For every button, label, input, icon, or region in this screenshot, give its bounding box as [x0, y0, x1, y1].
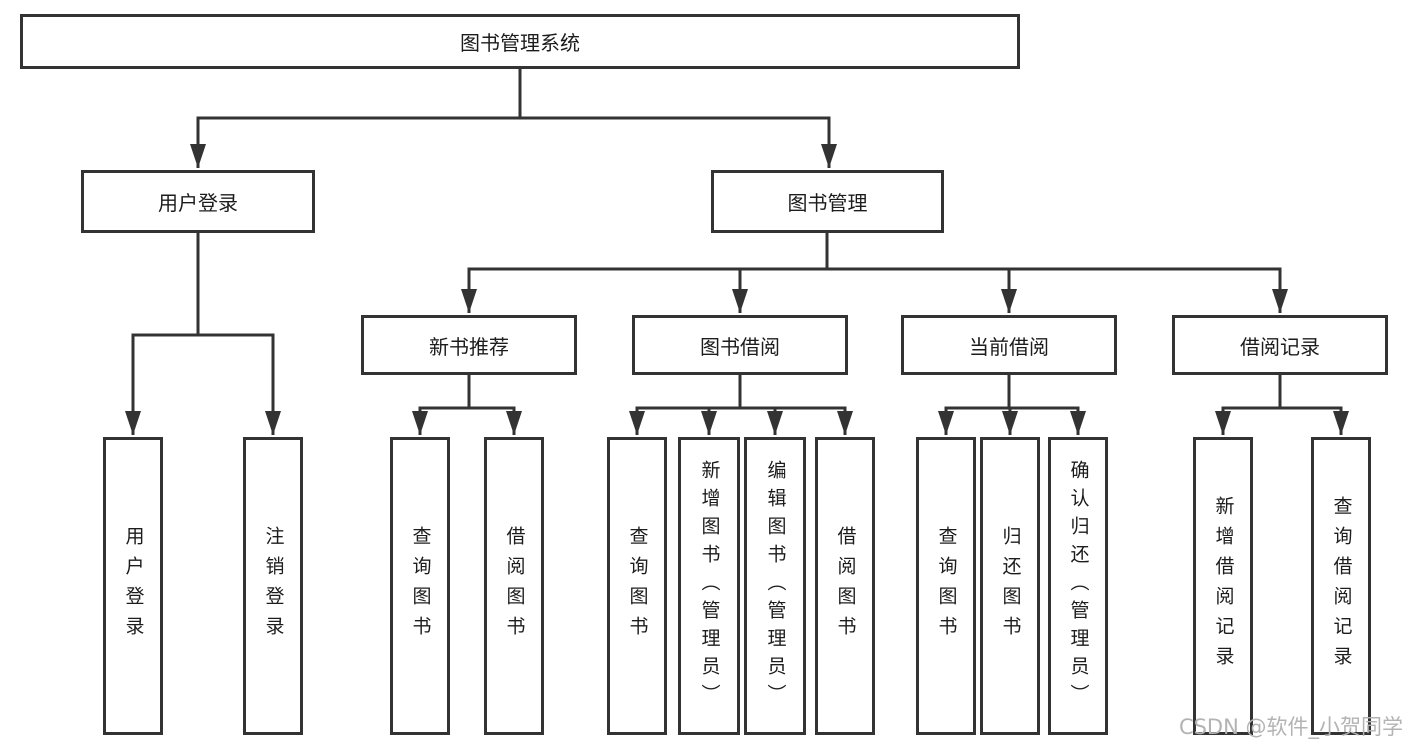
- node-label: 归还图书: [999, 526, 1022, 646]
- node-label: 当前借阅: [969, 334, 1049, 359]
- node-query-borrow-record: 查询借阅记录: [1311, 437, 1371, 735]
- node-user-login: 用户登录: [81, 170, 315, 233]
- node-label: 借阅图书: [503, 526, 526, 646]
- connector-user-login-children: [125, 233, 281, 435]
- connector-book-management-children: [461, 233, 1288, 313]
- node-label: 用户登录: [158, 191, 238, 215]
- connector-new-book-recommendation-children: [412, 375, 522, 435]
- node-library-system: 图书管理系统: [20, 14, 1020, 69]
- node-new-book-recommendation: 新书推荐: [361, 315, 577, 375]
- csdn-watermark: CSDN @软件_小贺同学: [1178, 715, 1403, 739]
- node-query-books-current: 查询图书: [916, 437, 976, 735]
- node-confirm-return-admin: 确认归还（管理员）: [1048, 437, 1108, 735]
- node-label: 借阅记录: [1240, 334, 1320, 359]
- connector-root-to-level2: [190, 69, 837, 168]
- node-add-borrow-record: 新增借阅记录: [1193, 437, 1253, 735]
- node-return-books: 归还图书: [980, 437, 1040, 735]
- node-label: 用户登录: [122, 526, 145, 646]
- node-label: 图书管理系统: [460, 31, 580, 55]
- node-label: 图书管理: [787, 191, 868, 215]
- node-label: 确认归还（管理员）: [1067, 460, 1090, 712]
- node-borrowing-records: 借阅记录: [1172, 315, 1388, 375]
- node-book-management: 图书管理: [711, 170, 944, 233]
- connector-borrowing-records-children: [1215, 375, 1349, 435]
- node-label: 新书推荐: [429, 334, 509, 359]
- node-label: 注销登录: [262, 526, 285, 646]
- node-label: 查询图书: [626, 526, 649, 646]
- node-book-borrowing: 图书借阅: [632, 315, 848, 375]
- node-label: 新增借阅记录: [1212, 496, 1235, 676]
- node-edit-books-admin: 编辑图书（管理员）: [744, 437, 806, 735]
- node-borrow-books-recommend: 借阅图书: [484, 437, 544, 735]
- node-label: 查询图书: [935, 526, 958, 646]
- node-label: 查询图书: [409, 526, 432, 646]
- node-label: 编辑图书（管理员）: [764, 460, 787, 712]
- node-logout: 注销登录: [243, 437, 303, 735]
- node-label: 借阅图书: [834, 526, 857, 646]
- node-query-books-borrowing: 查询图书: [607, 437, 667, 735]
- node-label: 查询借阅记录: [1330, 496, 1353, 676]
- connector-current-borrowing-children: [938, 375, 1086, 435]
- node-label: 新增图书（管理员）: [698, 460, 721, 712]
- node-label: 图书借阅: [700, 334, 780, 359]
- node-user-login-leaf: 用户登录: [103, 437, 163, 735]
- node-add-books-admin: 新增图书（管理员）: [678, 437, 740, 735]
- connector-book-borrowing-children: [629, 375, 853, 435]
- node-borrow-books: 借阅图书: [815, 437, 875, 735]
- node-query-books-recommend: 查询图书: [390, 437, 450, 735]
- node-current-borrowing: 当前借阅: [901, 315, 1117, 375]
